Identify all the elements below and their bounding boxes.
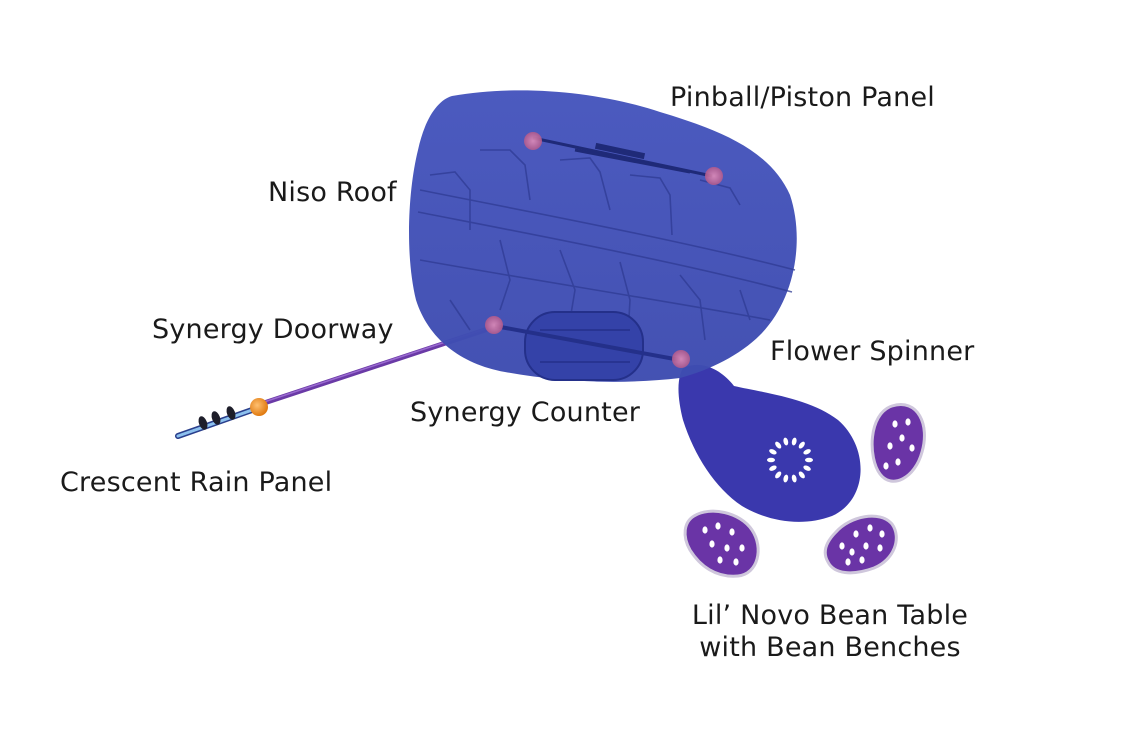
label-bean-table-line2: with Bean Benches <box>699 632 961 664</box>
bean-bench-top-right <box>870 403 926 483</box>
spinner-dot <box>791 437 797 446</box>
spinner-dot <box>783 474 789 483</box>
spinner-dot <box>767 457 775 463</box>
doorway-marker <box>485 316 503 334</box>
label-crescent-rain-panel: Crescent Rain Panel <box>60 467 333 498</box>
label-bean-table-line1: Lil’ Novo Bean Table <box>691 600 969 631</box>
spinner-dot <box>769 465 777 471</box>
label-flower-spinner: Flower Spinner <box>770 336 975 367</box>
bean-bench-bottom-left <box>683 509 760 578</box>
spinner-dot <box>803 465 811 471</box>
pinball-panel-marker-left <box>524 132 542 150</box>
spinner-dot <box>798 441 805 449</box>
spinner-dot <box>775 471 782 479</box>
spinner-dot <box>805 457 813 463</box>
spinner-dot <box>769 449 777 455</box>
label-bean-table: Lil’ Novo Bean Table with Bean Benches <box>640 600 1020 665</box>
crescent-rain-panel <box>175 406 258 439</box>
doorway-knob-marker <box>250 398 268 416</box>
pinball-panel-marker-right <box>705 167 723 185</box>
flower-spinner <box>678 364 861 522</box>
spinner-dot <box>791 474 797 483</box>
synergy-counter <box>524 311 644 381</box>
bean-bench-bottom-right <box>823 514 898 575</box>
spinner-dot <box>803 449 811 455</box>
label-pinball-piston-panel: Pinball/Piston Panel <box>670 82 935 113</box>
label-niso-roof: Niso Roof <box>268 177 397 208</box>
spinner-dot <box>783 437 789 446</box>
spinner-dot-ring <box>767 437 813 483</box>
niso-roof <box>409 90 797 382</box>
spinner-dot <box>798 471 805 479</box>
label-synergy-counter: Synergy Counter <box>410 397 641 428</box>
counter-marker <box>672 350 690 368</box>
spinner-dot <box>775 441 782 449</box>
label-synergy-doorway: Synergy Doorway <box>152 314 394 345</box>
